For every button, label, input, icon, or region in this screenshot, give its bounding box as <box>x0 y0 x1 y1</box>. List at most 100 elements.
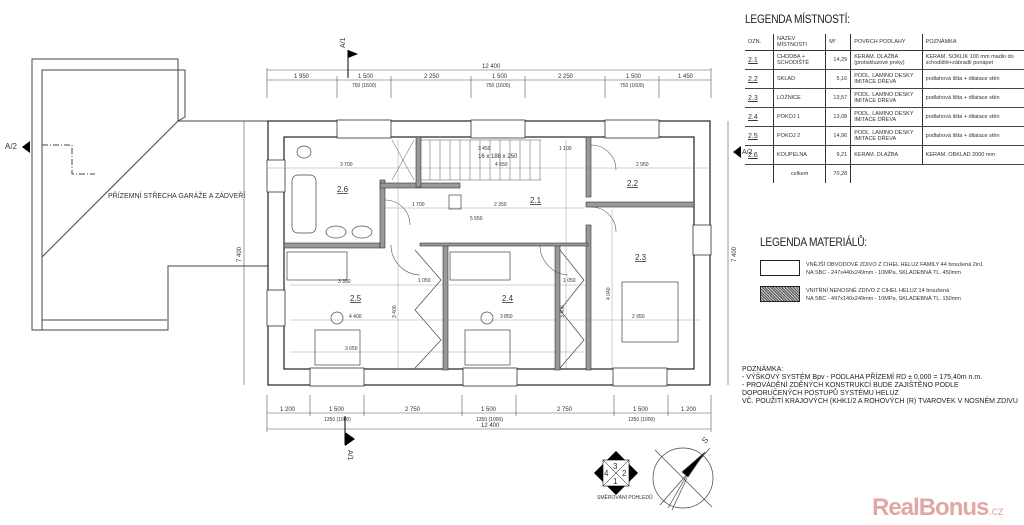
top-total-dim: 12 400 <box>482 64 501 70</box>
bathtub <box>291 174 317 234</box>
svg-text:1 950: 1 950 <box>294 74 310 80</box>
svg-text:1 500: 1 500 <box>329 407 345 413</box>
watermark-logo: RealBonus.cz <box>872 494 1004 521</box>
furniture <box>286 145 679 369</box>
svg-text:2 250: 2 250 <box>424 74 440 80</box>
view-direction-marker: 3 2 1 4 <box>594 451 638 495</box>
svg-text:750 (1600): 750 (1600) <box>620 83 645 89</box>
stairs <box>391 139 541 181</box>
chair <box>480 311 494 325</box>
interior-walls <box>283 136 695 371</box>
material-legend-title: LEGENDA MATERIÁLŮ: <box>760 235 867 249</box>
note-line: VČ. POUŽITÍ KRAJOVÝCH (KHK1/2 A ROHOVÝCH… <box>742 398 1018 405</box>
svg-text:1 500: 1 500 <box>358 74 374 80</box>
svg-text:3 350: 3 350 <box>338 279 351 285</box>
svg-text:3 400: 3 400 <box>560 305 566 318</box>
garage-roof-label: PŘÍZEMNÍ STŘECHA GARÁŽE A ZÁDVEŘÍ <box>108 191 245 200</box>
svg-text:1 450: 1 450 <box>678 74 694 80</box>
svg-text:750 (1600): 750 (1600) <box>352 83 377 89</box>
notes: POZNÁMKA: - VÝŠKOVÝ SYSTÉM Bpv - PODLAHA… <box>742 366 1020 406</box>
section-label-a1-top: A/1 <box>340 37 347 48</box>
double-bed <box>621 281 679 343</box>
north-arrow-icon <box>652 447 714 511</box>
svg-text:1 500: 1 500 <box>492 74 508 80</box>
svg-text:3 650: 3 650 <box>345 346 358 352</box>
desk <box>464 329 511 366</box>
toilet <box>296 145 312 159</box>
svg-text:2 350: 2 350 <box>494 202 507 208</box>
svg-text:3 850: 3 850 <box>500 314 513 320</box>
bed <box>286 251 348 281</box>
svg-text:3 700: 3 700 <box>340 162 353 168</box>
side-dimension-lines <box>243 121 729 385</box>
svg-text:2 750: 2 750 <box>405 407 421 413</box>
svg-text:4 400: 4 400 <box>349 314 362 320</box>
svg-text:2 750: 2 750 <box>557 407 573 413</box>
section-arrow-a2-right <box>733 146 741 158</box>
side-total-dim-left: 7 400 <box>237 246 243 262</box>
svg-text:1 050: 1 050 <box>418 278 431 284</box>
svg-text:3: 3 <box>613 462 618 471</box>
svg-text:4: 4 <box>604 469 609 478</box>
section-arrow-a2-left <box>22 141 30 153</box>
section-label-a1-bottom: A/1 <box>346 450 353 461</box>
svg-text:1 050: 1 050 <box>563 278 576 284</box>
top-dim-labels: 1 950 1 500 2 250 1 500 2 250 1 500 1 45… <box>294 74 694 89</box>
view-direction-label: SMĚROVÁNÍ POHLEDŮ <box>597 493 653 501</box>
inner-dimension-lines <box>268 140 710 370</box>
material-item: VNITŘNÍ NENOSNÉ ZDIVO Z CIHEL HELUZ 14 b… <box>806 288 961 302</box>
room-label-2-4: 2.4 <box>502 294 514 303</box>
svg-text:3 450: 3 450 <box>478 146 491 152</box>
sink <box>325 225 347 239</box>
room-label-2-1: 2.1 <box>530 196 542 205</box>
room-legend-title: LEGENDA MÍSTNOSTÍ: <box>745 12 850 26</box>
room-label-2-3: 2.3 <box>635 253 647 262</box>
svg-text:2 950: 2 950 <box>632 314 645 320</box>
svg-text:1 200: 1 200 <box>280 407 296 413</box>
interior-wall-swatch <box>760 286 800 302</box>
svg-text:1350 (1000): 1350 (1000) <box>628 417 655 423</box>
svg-text:3 400: 3 400 <box>392 305 398 318</box>
room-legend-table: OZN. NÁZEV MÍSTNOSTI M² POVRCH PODLAHY P… <box>745 34 1024 183</box>
svg-text:4 550: 4 550 <box>495 162 508 168</box>
svg-text:4 040: 4 040 <box>606 287 612 300</box>
room-label-2-2: 2.2 <box>627 179 639 188</box>
svg-text:750 (1600): 750 (1600) <box>486 83 511 89</box>
svg-text:2: 2 <box>622 469 627 478</box>
bottom-dim-labels: 1 200 1 500 2 750 1 500 2 750 1 500 1 20… <box>280 407 697 429</box>
north-label: S <box>700 435 710 445</box>
chair <box>330 311 344 325</box>
svg-text:1 200: 1 200 <box>681 407 697 413</box>
notes-title: POZNÁMKA: <box>742 366 784 373</box>
section-label-a2-left: A/2 <box>5 142 18 151</box>
svg-text:5 550: 5 550 <box>470 216 483 222</box>
svg-text:1350 (1000): 1350 (1000) <box>324 417 351 423</box>
room-labels: 2.1 2.2 2.3 2.4 2.5 2.6 <box>337 179 647 303</box>
svg-text:1 100: 1 100 <box>559 146 572 152</box>
room-label-2-6: 2.6 <box>337 185 349 194</box>
svg-text:2 250: 2 250 <box>558 74 574 80</box>
bottom-dimension-lines <box>266 395 712 432</box>
room-label-2-5: 2.5 <box>350 294 362 303</box>
svg-text:1350 (1000): 1350 (1000) <box>476 417 503 423</box>
svg-text:1 500: 1 500 <box>633 407 649 413</box>
svg-text:1 700: 1 700 <box>412 202 425 208</box>
doors <box>384 144 617 276</box>
section-arrow-a1-bottom <box>345 432 355 446</box>
boiler <box>448 194 462 210</box>
top-dimension-lines <box>266 68 712 98</box>
svg-text:2 950: 2 950 <box>636 162 649 168</box>
side-total-dim-right: 7 400 <box>732 246 738 262</box>
sink <box>351 225 373 239</box>
material-item: VNĚJŠÍ OBVODOVÉ ZDIVO Z CIHEL HELUZ FAMI… <box>806 262 984 276</box>
svg-text:1: 1 <box>613 477 618 486</box>
section-arrow-a1-top <box>348 50 358 58</box>
